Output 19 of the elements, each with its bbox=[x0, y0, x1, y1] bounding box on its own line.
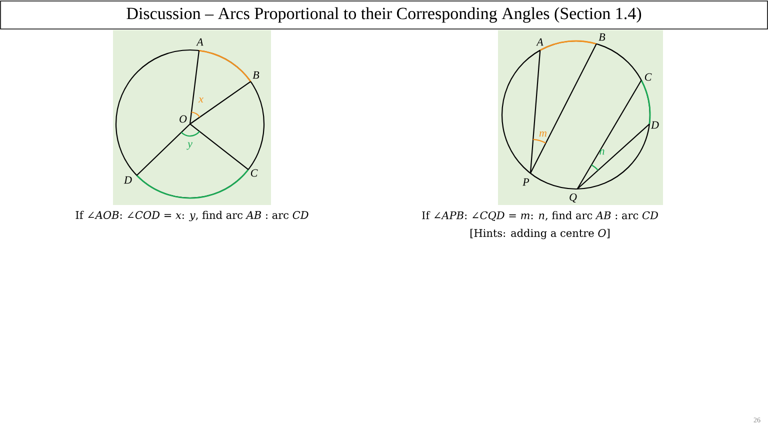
angle-label: n bbox=[600, 149, 604, 155]
point-label: C bbox=[250, 169, 258, 177]
point-label: O bbox=[180, 115, 187, 123]
point-label: Q bbox=[570, 193, 577, 203]
angle-label: y bbox=[186, 142, 192, 150]
point-label: B bbox=[252, 71, 260, 79]
point-label: P bbox=[522, 178, 530, 186]
point-label: D bbox=[650, 121, 659, 129]
point-label: A bbox=[536, 38, 544, 46]
point-label: A bbox=[196, 38, 204, 46]
point-label: B bbox=[598, 33, 606, 41]
angle-label: x bbox=[198, 97, 204, 103]
angle-label: m bbox=[539, 131, 546, 137]
point-label: C bbox=[644, 73, 652, 81]
caption: [Hints: adding a centre O] bbox=[470, 228, 610, 240]
title: Discussion – Arcs Proportional to their Corresponding Angles (Section 1.4) bbox=[0, 0, 768, 30]
caption: If ∠AOB: ∠COD = x: y, find arc AB : arc CD bbox=[76, 210, 308, 222]
point-label: D bbox=[124, 176, 132, 184]
caption: If ∠APB: ∠CQD = m: n, find arc AB : arc CD bbox=[422, 211, 658, 221]
